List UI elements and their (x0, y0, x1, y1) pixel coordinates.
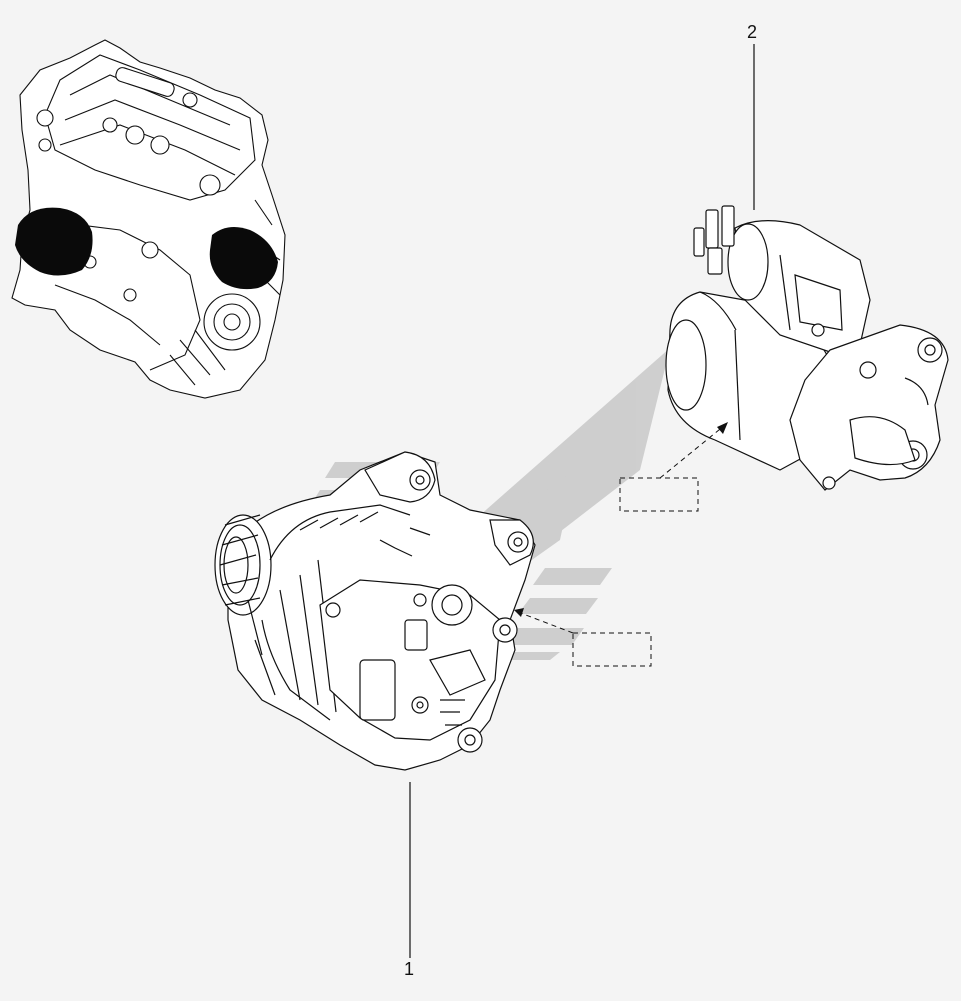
alternator-pulley (214, 514, 272, 616)
engine-overview (11, 39, 286, 399)
alternator (214, 451, 536, 771)
reference-arrowheads (514, 422, 728, 617)
callout-leaders (409, 44, 755, 958)
engine-highlight-starter-location (209, 226, 278, 290)
starter-motor (665, 205, 949, 491)
reference-box-starter (619, 477, 699, 512)
engine-highlight-alternator-location (15, 207, 93, 276)
arrowhead-starter (717, 422, 728, 434)
callout-label-1: 1 (404, 959, 415, 979)
reference-indicators (517, 424, 726, 667)
arrowhead-alternator (514, 608, 524, 617)
reference-box-alternator (572, 632, 652, 667)
callout-label-2: 2 (747, 22, 758, 42)
reference-arrow-starter (659, 424, 726, 479)
reference-arrow-alternator (517, 611, 574, 634)
